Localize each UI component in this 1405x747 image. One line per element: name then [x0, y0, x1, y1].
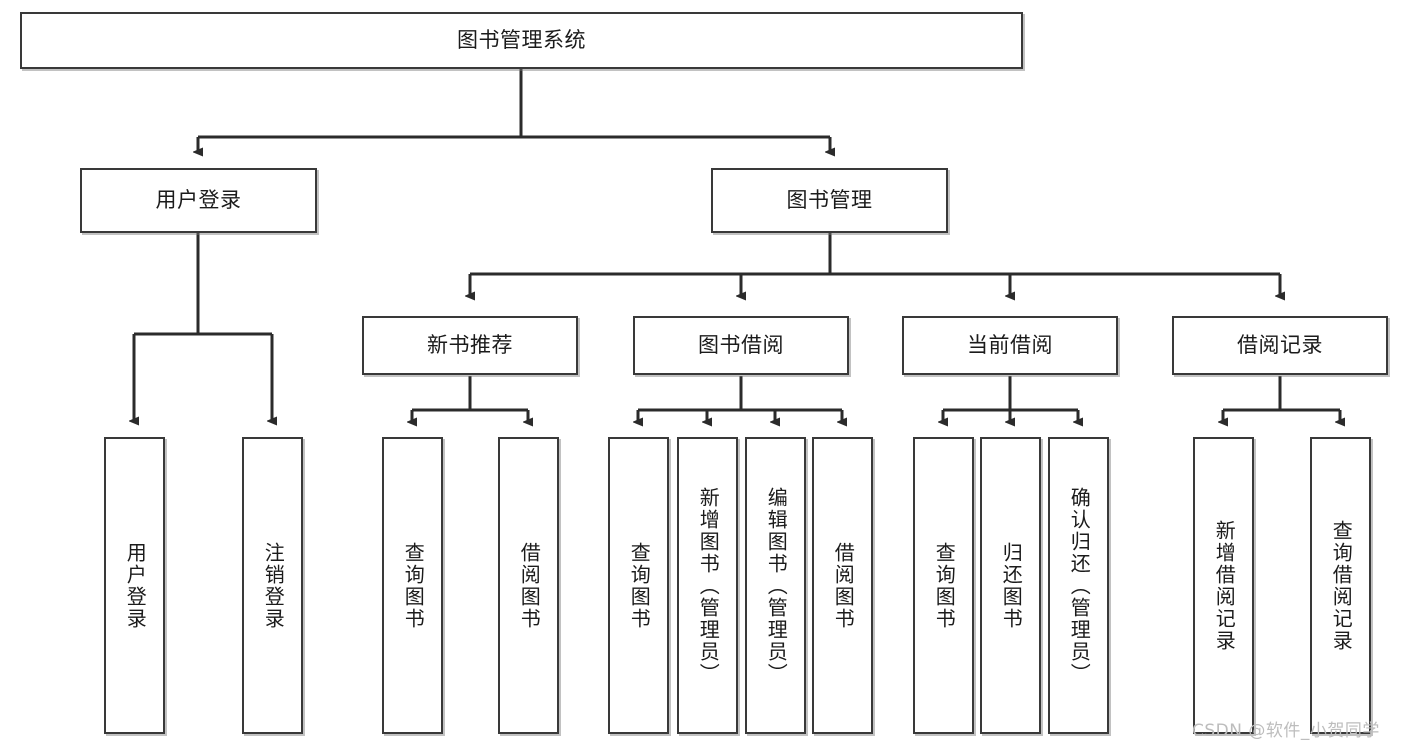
node-label: 借阅图书: [517, 541, 542, 630]
node-label: 查询借阅记录: [1329, 519, 1354, 652]
leaf-recommend-query-book[interactable]: 查询图书: [382, 437, 443, 734]
node-root-system[interactable]: 图书管理系统: [20, 12, 1023, 69]
node-new-book-recommend[interactable]: 新书推荐: [362, 316, 578, 375]
node-label: 新增图书（管理员）: [696, 486, 721, 685]
node-label: 当前借阅: [967, 333, 1053, 358]
node-label: 确认归还（管理员）: [1067, 486, 1092, 685]
leaf-borrow-add-book-admin[interactable]: 新增图书（管理员）: [677, 437, 738, 734]
leaf-borrow-edit-book-admin[interactable]: 编辑图书（管理员）: [745, 437, 806, 734]
node-label: 借阅记录: [1237, 333, 1323, 358]
node-label: 新书推荐: [427, 333, 513, 358]
node-label: 新增借阅记录: [1212, 519, 1237, 652]
leaf-current-return-book[interactable]: 归还图书: [980, 437, 1041, 734]
leaf-user-login-login[interactable]: 用户登录: [104, 437, 165, 734]
node-label: 注销登录: [261, 541, 286, 630]
leaf-record-add-record[interactable]: 新增借阅记录: [1193, 437, 1254, 734]
node-current-borrow[interactable]: 当前借阅: [902, 316, 1118, 375]
node-user-login[interactable]: 用户登录: [80, 168, 317, 233]
node-book-borrow[interactable]: 图书借阅: [633, 316, 849, 375]
node-label: 图书借阅: [698, 333, 784, 358]
leaf-current-query-book[interactable]: 查询图书: [913, 437, 974, 734]
node-label: 查询图书: [932, 541, 957, 630]
node-label: 图书管理: [786, 188, 873, 213]
node-label: 图书管理系统: [457, 28, 586, 53]
node-label: 用户登录: [155, 188, 242, 213]
leaf-borrow-query-book[interactable]: 查询图书: [608, 437, 669, 734]
node-book-management[interactable]: 图书管理: [711, 168, 948, 233]
node-label: 借阅图书: [831, 541, 856, 630]
node-label: 归还图书: [999, 541, 1024, 630]
csdn-watermark: CSDN @软件_小贺同学: [1192, 721, 1380, 741]
node-label: 编辑图书（管理员）: [764, 486, 789, 685]
leaf-recommend-borrow-book[interactable]: 借阅图书: [498, 437, 559, 734]
node-label: 用户登录: [123, 541, 148, 630]
leaf-borrow-borrow-book[interactable]: 借阅图书: [812, 437, 873, 734]
node-borrow-record[interactable]: 借阅记录: [1172, 316, 1388, 375]
node-label: 查询图书: [401, 541, 426, 630]
leaf-current-confirm-return-admin[interactable]: 确认归还（管理员）: [1048, 437, 1109, 734]
leaf-user-login-logout[interactable]: 注销登录: [242, 437, 303, 734]
node-label: 查询图书: [627, 541, 652, 630]
leaf-record-query-record[interactable]: 查询借阅记录: [1310, 437, 1371, 734]
